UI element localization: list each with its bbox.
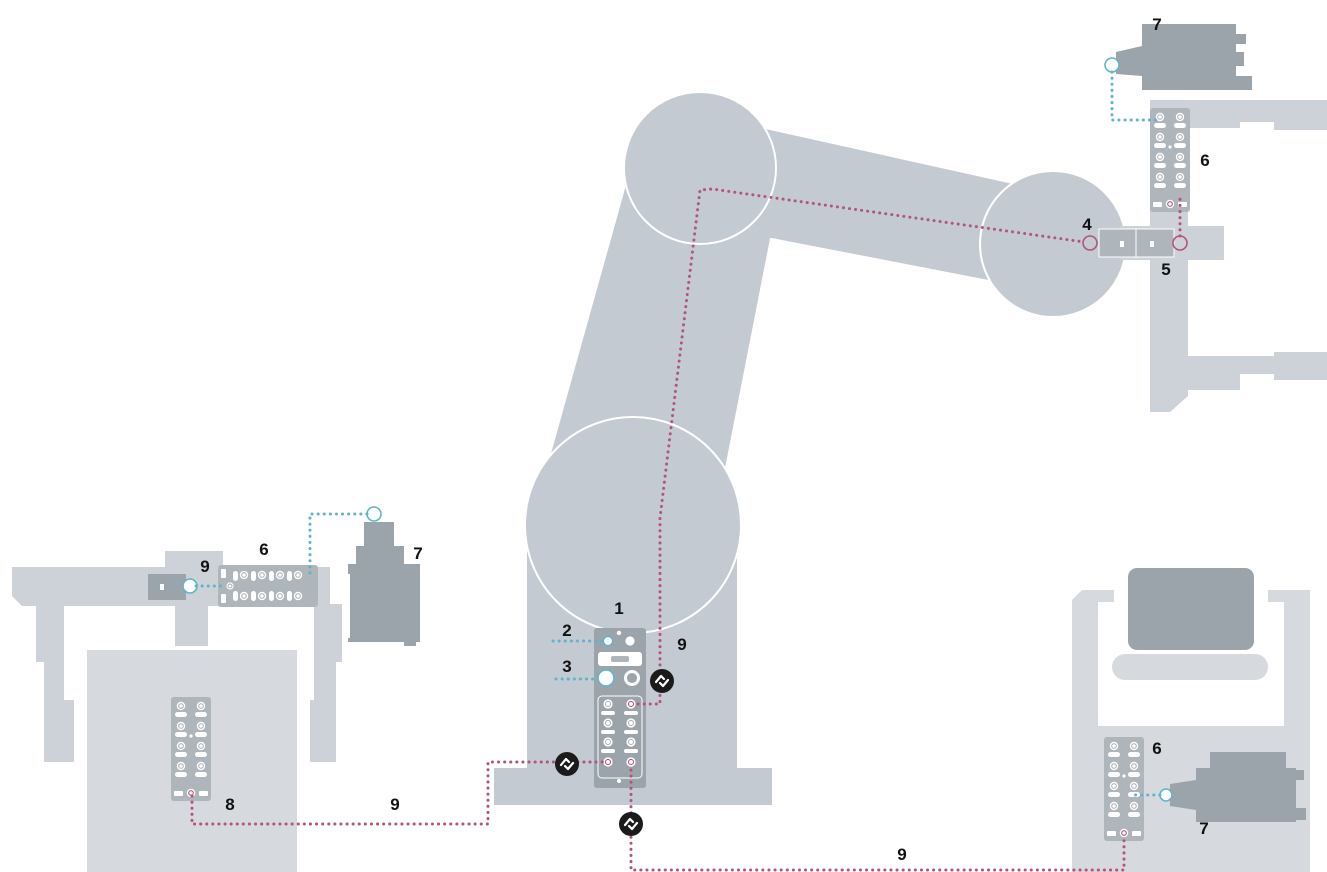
port-icon [293,591,303,601]
robot-elbow-joint [623,91,777,245]
port-icon [257,591,267,601]
operator-console [1112,654,1268,680]
robot-lower-arm [547,178,776,468]
label-sensor-port-2: 2 [562,621,571,640]
tool-assembly [1082,100,1327,412]
port-icon [603,718,613,728]
port-icon [626,718,636,728]
port-icon [1175,112,1185,122]
label-link-bottom-left: 9 [390,795,399,814]
label-sensor-port-3: 3 [562,657,571,676]
label-link-bottom: 9 [897,845,906,864]
wireless-link-icon [555,752,579,776]
io-module-top-right [1150,108,1190,212]
io-modules [171,108,1190,841]
label-tool-changer: 5 [1161,260,1170,279]
port-icon [1129,781,1139,791]
port-icon [196,701,206,711]
label-wireless-left: 9 [200,557,209,576]
arm-connector-port-4 [1082,235,1098,251]
port-icon [196,741,206,751]
label-module-bottom-right: 6 [1152,739,1161,758]
io-module-bottom-right [1104,737,1144,841]
port-icon [275,591,285,601]
io-module-left [218,565,318,607]
sensor-link-top-right [1110,70,1162,122]
label-module-top-right: 6 [1200,151,1209,170]
sensor-links [194,70,1162,797]
wireless-link-icon [650,669,674,693]
network-port-icon [603,757,613,767]
sensor-link-left-actuator [308,512,369,578]
wireless-link-icon [619,812,643,836]
port-icon [1109,801,1119,811]
port-icon [226,582,234,590]
port-icon [275,570,285,580]
label-main-module: 1 [614,599,623,618]
port-icon [1155,152,1165,162]
left-gantry-leg-1 [36,604,74,762]
port-icon [1155,172,1165,182]
network-link-bottom-left [190,760,606,826]
sensor-port-2 [602,635,614,647]
port-icon [176,761,186,771]
label-module-bottom-left: 8 [225,795,234,814]
actuator-bottom-right [1159,752,1306,822]
wireless-badges [555,669,674,836]
port-icon [1109,781,1119,791]
port-icon [1109,761,1119,771]
left-gantry-leg-2 [310,604,342,762]
tool-upper-rail [1150,100,1327,130]
sensor-port-3 [597,669,615,687]
port-icon [1175,172,1185,182]
port-icon [1175,132,1185,142]
actuator-left [346,506,420,646]
network-link-robot [636,187,1086,706]
label-module-left: 6 [259,540,268,559]
port-icon [257,570,267,580]
label-arm-connector: 4 [1082,215,1092,234]
number-labels: 1 2 3 9 4 5 6 7 6 7 9 8 9 6 7 9 [200,15,1209,864]
main-module [594,628,646,788]
network-port-icon [626,757,636,767]
port-icon [603,699,613,709]
network-port-icon [1165,199,1175,209]
port-icon [1129,741,1139,751]
actuator-top-right [1104,24,1252,90]
port-icon [176,701,186,711]
port-icon [239,570,249,580]
robot-shoulder-joint [524,416,742,634]
label-actuator-bottom-right: 7 [1199,819,1208,838]
left-gantry-block [175,604,208,646]
io-module-bottom-left [171,697,211,801]
robot [494,91,1127,805]
actuator-sensor-port [1159,788,1173,802]
port-icon [176,721,186,731]
label-actuator-left: 7 [413,544,422,563]
port-icon [1155,112,1165,122]
port-icon [603,737,613,747]
port-icon [1175,152,1185,162]
label-link-robot: 9 [677,635,686,654]
gantry-head [148,574,198,600]
port-icon [626,737,636,747]
network-port-icon [1119,828,1129,838]
port-icon [293,570,303,580]
actuator-sensor-port [366,506,382,522]
operator-monitor [1128,568,1254,650]
left-gantry-riser [165,551,223,569]
port-icon [239,591,249,601]
port-icon [1109,741,1119,751]
port-icon [1129,801,1139,811]
port-icon [1155,132,1165,142]
port-icon [1129,761,1139,771]
port-icon [176,741,186,751]
network-port-icon [626,699,636,709]
port-icon [196,721,206,731]
port-icon [196,761,206,771]
actuator-sensor-port [1104,57,1120,73]
main-module-ports [601,699,638,767]
label-actuator-top-right: 7 [1152,15,1161,34]
